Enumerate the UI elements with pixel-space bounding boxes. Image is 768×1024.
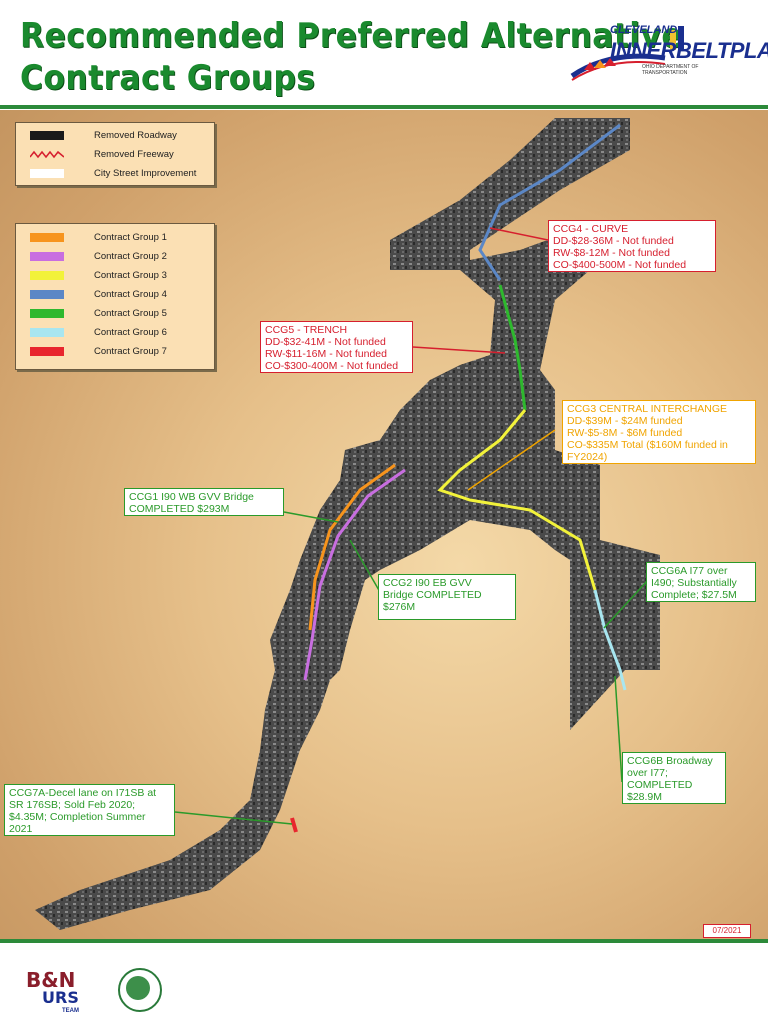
- contract-group-2-route: [303, 468, 406, 681]
- legend-item-contract-group-4: Contract Group 4: [30, 287, 167, 301]
- logo-cleveland-text: CLEVELAND: [610, 24, 678, 36]
- callout-ccg6b: CCG6B Broadway over I77; COMPLETED $28.9…: [622, 752, 726, 804]
- callout-ccg5: CCG5 - TRENCH DD-$32-41M - Not funded RW…: [260, 321, 413, 373]
- page-title-line1: Recommended Preferred Alternative: [20, 16, 683, 56]
- map-area: Removed Roadway Removed Freeway City Str…: [0, 110, 768, 940]
- legend-item-contract-group-3: Contract Group 3: [30, 268, 167, 282]
- logo-odot-text: OHIO DEPARTMENT OF TRANSPORTATION: [642, 64, 699, 76]
- date-stamp: 07/2021: [703, 924, 751, 938]
- odot-seal-icon: [118, 968, 162, 1012]
- callout-ccg2: CCG2 I90 EB GVV Bridge COMPLETED $276M: [378, 574, 516, 620]
- logo-innerbelt-text: INNERBELTPLAN: [610, 38, 768, 63]
- contract-group-3-route: [437, 409, 597, 591]
- innerbelt-plan-logo: CLEVELAND INNERBELTPLAN OHIO DEPARTMENT …: [570, 24, 768, 84]
- swatch-icon: [30, 308, 64, 318]
- callout-ccg4: CCG4 - CURVE DD-$28-36M - Not funded RW-…: [548, 220, 716, 272]
- legend-item-contract-group-6: Contract Group 6: [30, 325, 167, 339]
- ccg1-arrow: [283, 511, 339, 523]
- legend-road-types: Removed Roadway Removed Freeway City Str…: [15, 122, 215, 186]
- swatch-icon: [30, 327, 64, 337]
- solid-bar-icon: [30, 130, 64, 140]
- ccg4-arrow: [489, 227, 549, 241]
- legend-contract-groups: Contract Group 1 Contract Group 2 Contra…: [15, 223, 215, 370]
- legend-item-contract-group-2: Contract Group 2: [30, 249, 167, 263]
- contract-group-5-route: [498, 284, 527, 411]
- urs-logo: URS: [42, 988, 79, 1007]
- swatch-icon: [30, 232, 64, 242]
- legend-item-removed-roadway: Removed Roadway: [30, 128, 177, 142]
- callout-ccg6a: CCG6A I77 over I490; Substantially Compl…: [646, 562, 756, 602]
- legend-item-removed-freeway: Removed Freeway: [30, 147, 174, 161]
- aerial-map: [35, 118, 660, 930]
- swatch-icon: [30, 346, 64, 356]
- header: Recommended Preferred Alternative Contra…: [0, 0, 768, 106]
- ccg6b-arrow: [614, 675, 623, 783]
- legend-item-contract-group-1: Contract Group 1: [30, 230, 167, 244]
- contract-group-4-route: [478, 123, 621, 281]
- swatch-icon: [30, 251, 64, 261]
- logo-emblem-icon: [570, 26, 684, 81]
- callout-ccg7a: CCG7A-Decel lane on I71SB at SR 176SB; S…: [4, 784, 175, 836]
- contract-group-7-route: [290, 817, 298, 833]
- ccg2-arrow: [349, 539, 381, 593]
- ccg5-arrow: [412, 346, 506, 354]
- legend-item-city-street: City Street Improvement: [30, 166, 196, 180]
- callout-ccg3: CCG3 CENTRAL INTERCHANGE DD-$39M - $24M …: [562, 400, 756, 464]
- solid-bar-icon: [30, 168, 64, 178]
- header-divider: [0, 105, 768, 109]
- swatch-icon: [30, 270, 64, 280]
- zigzag-line-icon: [30, 150, 64, 158]
- contract-group-6-route: [593, 589, 627, 691]
- footer-divider: [0, 939, 768, 943]
- page-title-line2: Contract Groups: [20, 58, 316, 98]
- ccg6a-arrow: [603, 579, 649, 629]
- footer: B&N URS TEAM: [0, 944, 768, 1024]
- legend-item-contract-group-7: Contract Group 7: [30, 344, 167, 358]
- contract-group-1-route: [308, 463, 396, 631]
- team-label: TEAM: [62, 1008, 79, 1014]
- bn-logo: B&N: [26, 968, 76, 992]
- callout-ccg1: CCG1 I90 WB GVV Bridge COMPLETED $293M: [124, 488, 284, 516]
- legend-item-contract-group-5: Contract Group 5: [30, 306, 167, 320]
- ccg3-arrow: [467, 429, 556, 491]
- ccg7a-arrow: [174, 811, 293, 825]
- swatch-icon: [30, 289, 64, 299]
